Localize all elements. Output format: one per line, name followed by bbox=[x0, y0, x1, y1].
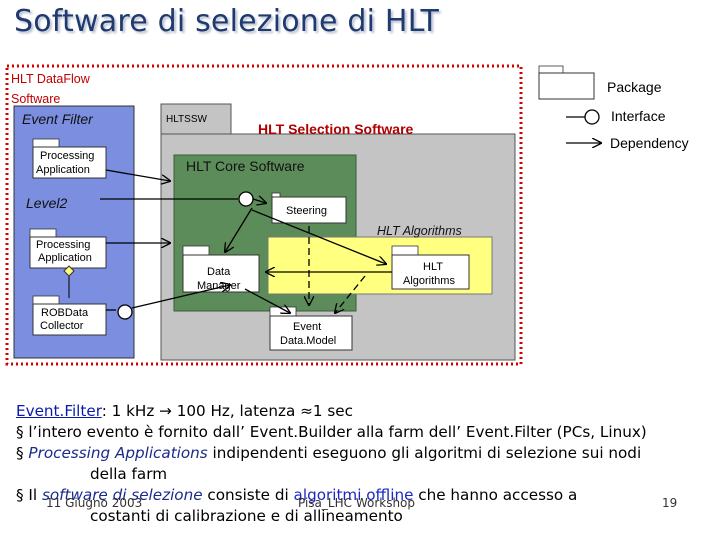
bullet-4: § Il software di selezione consiste di a… bbox=[16, 486, 578, 504]
bullet-2: § l’intero evento è fornito dall’ Event.… bbox=[16, 423, 647, 441]
robdata-collector bbox=[32, 303, 107, 336]
hlt-algorithms-label-1: HLT bbox=[423, 261, 443, 273]
dataflow-boundary bbox=[5, 64, 523, 366]
l2-processing-label-1: Processing bbox=[36, 239, 90, 251]
legend-package-icon bbox=[538, 72, 595, 100]
data-manager-label-1: Data bbox=[207, 266, 231, 278]
bullet-3: § Processing Applications indipendenti e… bbox=[16, 444, 642, 462]
l2-processing-application bbox=[29, 236, 107, 269]
legend-interface-icon bbox=[584, 109, 600, 125]
level2-label: Level2 bbox=[26, 195, 67, 211]
ef-processing-label-1: Processing bbox=[40, 150, 94, 162]
ef-processing-label-2: Application bbox=[36, 164, 90, 176]
dataflow-label-2: Software bbox=[11, 92, 60, 106]
event-filter-term: Event.Filter bbox=[16, 402, 102, 420]
event-datamodel-box bbox=[269, 315, 353, 351]
composition-diamond-icon bbox=[63, 265, 75, 277]
hltssw-label: HLTSSW bbox=[166, 114, 207, 125]
bullet-3-cont: della farm bbox=[90, 465, 167, 483]
hlt-algorithms-label-2: Algorithms bbox=[403, 275, 455, 287]
robdata-interface-icon bbox=[117, 304, 133, 320]
hlt-architecture-diagram: HLTSSW HLT Selection Software HLT Core S… bbox=[5, 64, 689, 366]
data-manager-label-2: Manager bbox=[197, 280, 241, 292]
hlt-core-label: HLT Core Software bbox=[186, 158, 305, 174]
footer-page-number: 19 bbox=[662, 496, 678, 510]
l2-processing-label-2: Application bbox=[38, 252, 92, 264]
hltssw-tab bbox=[160, 103, 232, 137]
legend-interface-label: Interface bbox=[611, 108, 666, 124]
page-title: Software di selezione di HLT bbox=[14, 4, 439, 39]
hlt-algorithms-title: HLT Algorithms bbox=[377, 224, 462, 238]
legend-dependency-label: Dependency bbox=[610, 135, 689, 151]
footer-date: 11 Giugno 2003 bbox=[46, 496, 143, 510]
legend-package-label: Package bbox=[607, 79, 662, 95]
bullet-list: Event.Filter: 1 kHz → 100 Hz, latenza ≈1… bbox=[16, 401, 706, 527]
robdata-label-1: ROBData bbox=[41, 307, 89, 319]
steering-box bbox=[271, 196, 347, 224]
steering-label: Steering bbox=[286, 205, 327, 217]
bullet-1: Event.Filter: 1 kHz → 100 Hz, latenza ≈1… bbox=[16, 402, 353, 420]
footer-event: Pisa_LHC Workshop bbox=[298, 496, 416, 510]
steering-interface-icon bbox=[238, 191, 254, 207]
event-datamodel-label-2: Data.Model bbox=[280, 335, 336, 347]
dataflow-label-1: HLT DataFlow bbox=[11, 72, 91, 86]
event-filter-label: Event Filter bbox=[22, 111, 94, 127]
ef-processing-application bbox=[32, 146, 107, 179]
robdata-label-2: Collector bbox=[40, 320, 84, 332]
bullet-4-cont: costanti di calibrazione e di allineamen… bbox=[90, 507, 403, 525]
hlt-selection-title: HLT Selection Software bbox=[258, 121, 414, 137]
event-datamodel-label-1: Event bbox=[293, 321, 321, 333]
